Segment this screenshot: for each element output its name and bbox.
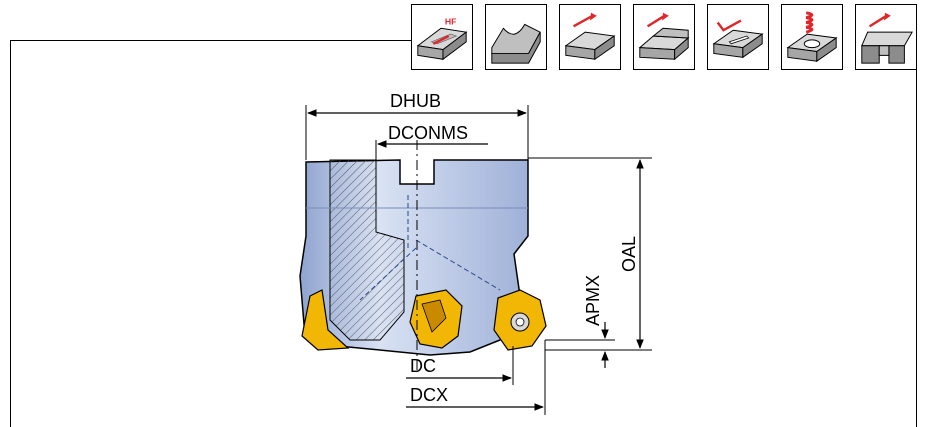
dc-dimension [406,346,514,385]
plunge-pocketing-icon [707,4,769,70]
hf-face-milling-icon: HF [411,4,473,70]
frame-right-border [916,40,917,427]
oal-dimension [528,157,652,351]
apmx-dimension [545,322,615,368]
helical-interpolation-icon [781,4,843,70]
cutting-insert-left [301,289,350,351]
dhub-dimension [305,105,529,160]
frame-top-border [10,40,411,41]
dc-label: DC [410,356,436,376]
dcx-dimension [406,340,546,415]
oal-label: OAL [619,235,639,272]
cutting-insert-center [409,289,463,349]
profiling-icon [485,4,547,70]
slot-ramping-icon [855,4,917,70]
cutting-insert-right [493,289,547,351]
ramping-shoulder-icon [633,4,695,70]
tool-body [299,159,529,356]
dcx-label: DCX [410,385,449,405]
apmx-label: APMX [583,274,603,326]
ramping-face-icon [559,4,621,70]
dhub-label: DHUB [390,91,442,111]
hf-label: HF [445,16,457,26]
dconms-dimension [375,140,488,162]
dconms-label: DCONMS [388,123,468,143]
frame-left-border [10,40,11,427]
